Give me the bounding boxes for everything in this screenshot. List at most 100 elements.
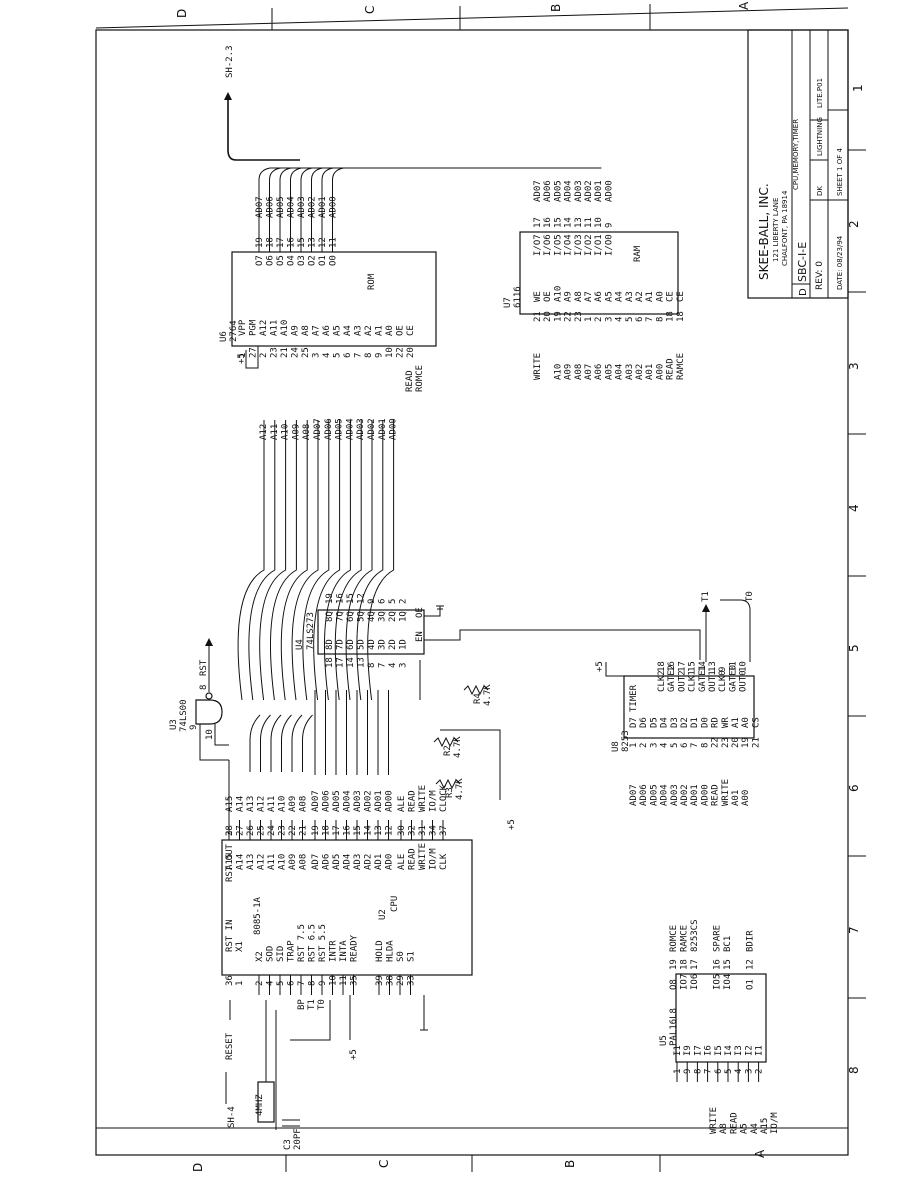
u8-net-left: AD06 — [639, 784, 649, 806]
lighting-field: LIGHTNING — [816, 117, 824, 156]
u6-pin-num: 6 — [343, 353, 353, 358]
u7-pin-num: 9 — [604, 223, 614, 228]
u6-pin-left: A11 — [270, 320, 280, 336]
u7-pin-left: WE — [533, 291, 543, 302]
title-block: SKEE-BALL, INC. 121 LIBERTY LANE CHALFON… — [747, 29, 849, 299]
u8-pin-left: D7 — [629, 717, 639, 728]
u4-en: EN — [415, 631, 425, 642]
u6-part: 2764 — [229, 320, 239, 342]
u7-pin-num: 18 — [666, 311, 676, 322]
u4-pin-d: 2D — [388, 639, 398, 650]
cpu-net-label: AD06 — [322, 790, 332, 812]
rom-net-label: AD02 — [308, 196, 318, 218]
u6-pin-left: A2 — [364, 325, 374, 336]
company-address1: 121 LIBERTY LANE — [772, 198, 780, 262]
u8-pin-right: CLK1 — [688, 670, 698, 692]
cpu-net-label: AD04 — [343, 790, 353, 812]
u2-pin-left: INTA — [339, 940, 349, 962]
u2-pin-left: INTR — [329, 940, 339, 962]
rom-data-wire — [290, 167, 561, 230]
u6-pin-num: 8 — [364, 353, 374, 358]
u6-pin-num: 3 — [312, 353, 322, 358]
u7-pin-right: I/O4 — [564, 234, 574, 256]
u2-pin-num: 19 — [311, 825, 321, 836]
u8-pin-right: GATE0 — [728, 665, 738, 692]
zone-right-4: 4 — [847, 504, 861, 512]
u8-pin-right: GATE2 — [667, 665, 677, 692]
cpu-net-label: AD05 — [332, 790, 342, 812]
u8-pin-num: 13 — [708, 661, 718, 672]
u5-pin-num: 8 — [693, 1069, 703, 1074]
revision: REV: 0 — [815, 261, 825, 290]
u8-t1-arrow — [702, 604, 710, 612]
u5-pin-num: 3 — [744, 1069, 754, 1074]
u3-pin-num: 9 — [189, 725, 199, 730]
u7-pin-left: A5 — [604, 291, 614, 302]
u2-pin-bottom: S0 — [396, 951, 406, 962]
u5-out-net: ROMCE — [669, 925, 679, 952]
resistor-value: 4.7K — [455, 778, 465, 800]
u5-pin-left: I1 — [673, 1045, 683, 1056]
u7-pin-num: 13 — [574, 217, 584, 228]
u3-pin-num: 10 — [205, 729, 215, 740]
u7-pin-left: A6 — [594, 291, 604, 302]
u8-pin-num: 16 — [667, 661, 677, 672]
u7-pin-num: 1 — [584, 317, 594, 322]
u6-net-in: A11 — [270, 424, 280, 440]
u2-pin-right: AD7 — [311, 854, 321, 870]
u3-bubble — [205, 692, 213, 700]
rom-net-label: AD00 — [329, 196, 339, 218]
u5-pin-left: I2 — [744, 1045, 754, 1056]
u4-pin-num: 5 — [388, 599, 398, 604]
u2-rst-out-label: RST OUT — [225, 843, 235, 882]
u8-name: TIMER — [629, 684, 639, 712]
u6-pin-right: O7 — [255, 255, 265, 266]
zone-right-6: 6 — [847, 784, 861, 792]
u2-pin-num: 31 — [418, 825, 428, 836]
company-address2: CHALFONT, PA 18914 — [781, 190, 789, 266]
u6-vcc-wire — [245, 346, 259, 369]
resistor-ref: R3 — [445, 787, 455, 798]
u7-pin-num: 23 — [574, 311, 584, 322]
u8-pin-num: 21 — [751, 737, 761, 748]
u7-net-right: AD04 — [564, 180, 574, 202]
u7-net-left: RAMCE — [676, 353, 686, 380]
zone-top-d: D — [175, 9, 189, 18]
u5-out-num: 18 — [680, 959, 690, 970]
u2-pin-right: ALE — [397, 854, 407, 870]
u2-pin-right: IO/M — [429, 848, 439, 870]
u5-pin-left: I5 — [714, 1045, 724, 1056]
u7-pin-num: 5 — [625, 317, 635, 322]
u6-pin-num: 20 — [406, 347, 416, 358]
u2-pin-num: 18 — [322, 825, 332, 836]
u8-pin-left: D2 — [680, 717, 690, 728]
u7-net-left: A07 — [584, 364, 594, 380]
u2-pin-num: 11 — [339, 975, 349, 986]
u7-ref: U7 — [503, 297, 513, 308]
u2-pin-num: 6 — [287, 981, 297, 986]
resistor-r3 — [435, 778, 461, 790]
u8-pin-num: 23 — [721, 737, 731, 748]
u6-net-in: AD06 — [324, 418, 334, 440]
u2-pin-right: AD6 — [322, 854, 332, 870]
u2-pin-num: 10 — [329, 975, 339, 986]
u4-pin-q: 7Q — [336, 611, 346, 622]
u2-pin-num: 3 — [225, 831, 235, 836]
drawing-title: CPU,MEMORY,TIMER — [792, 119, 800, 190]
offsheet-sh23: SH-2.3 — [224, 45, 300, 161]
u4-pin-d: 3D — [378, 639, 388, 650]
bus-wire — [367, 420, 395, 701]
u2-pin-bottom: HOLD — [375, 940, 385, 962]
u6-pin-num: 4 — [322, 353, 332, 358]
u2-pin-bottom: S1 — [407, 951, 417, 962]
u7-pin-right: I/O7 — [533, 234, 543, 256]
u5-out-pin: IO6 — [690, 974, 700, 990]
u8-pin-num: 20 — [731, 737, 741, 748]
u6-ref: U6 — [219, 331, 229, 342]
u6-pin-left: A4 — [343, 325, 353, 336]
resistor-ref: R2 — [443, 745, 453, 756]
